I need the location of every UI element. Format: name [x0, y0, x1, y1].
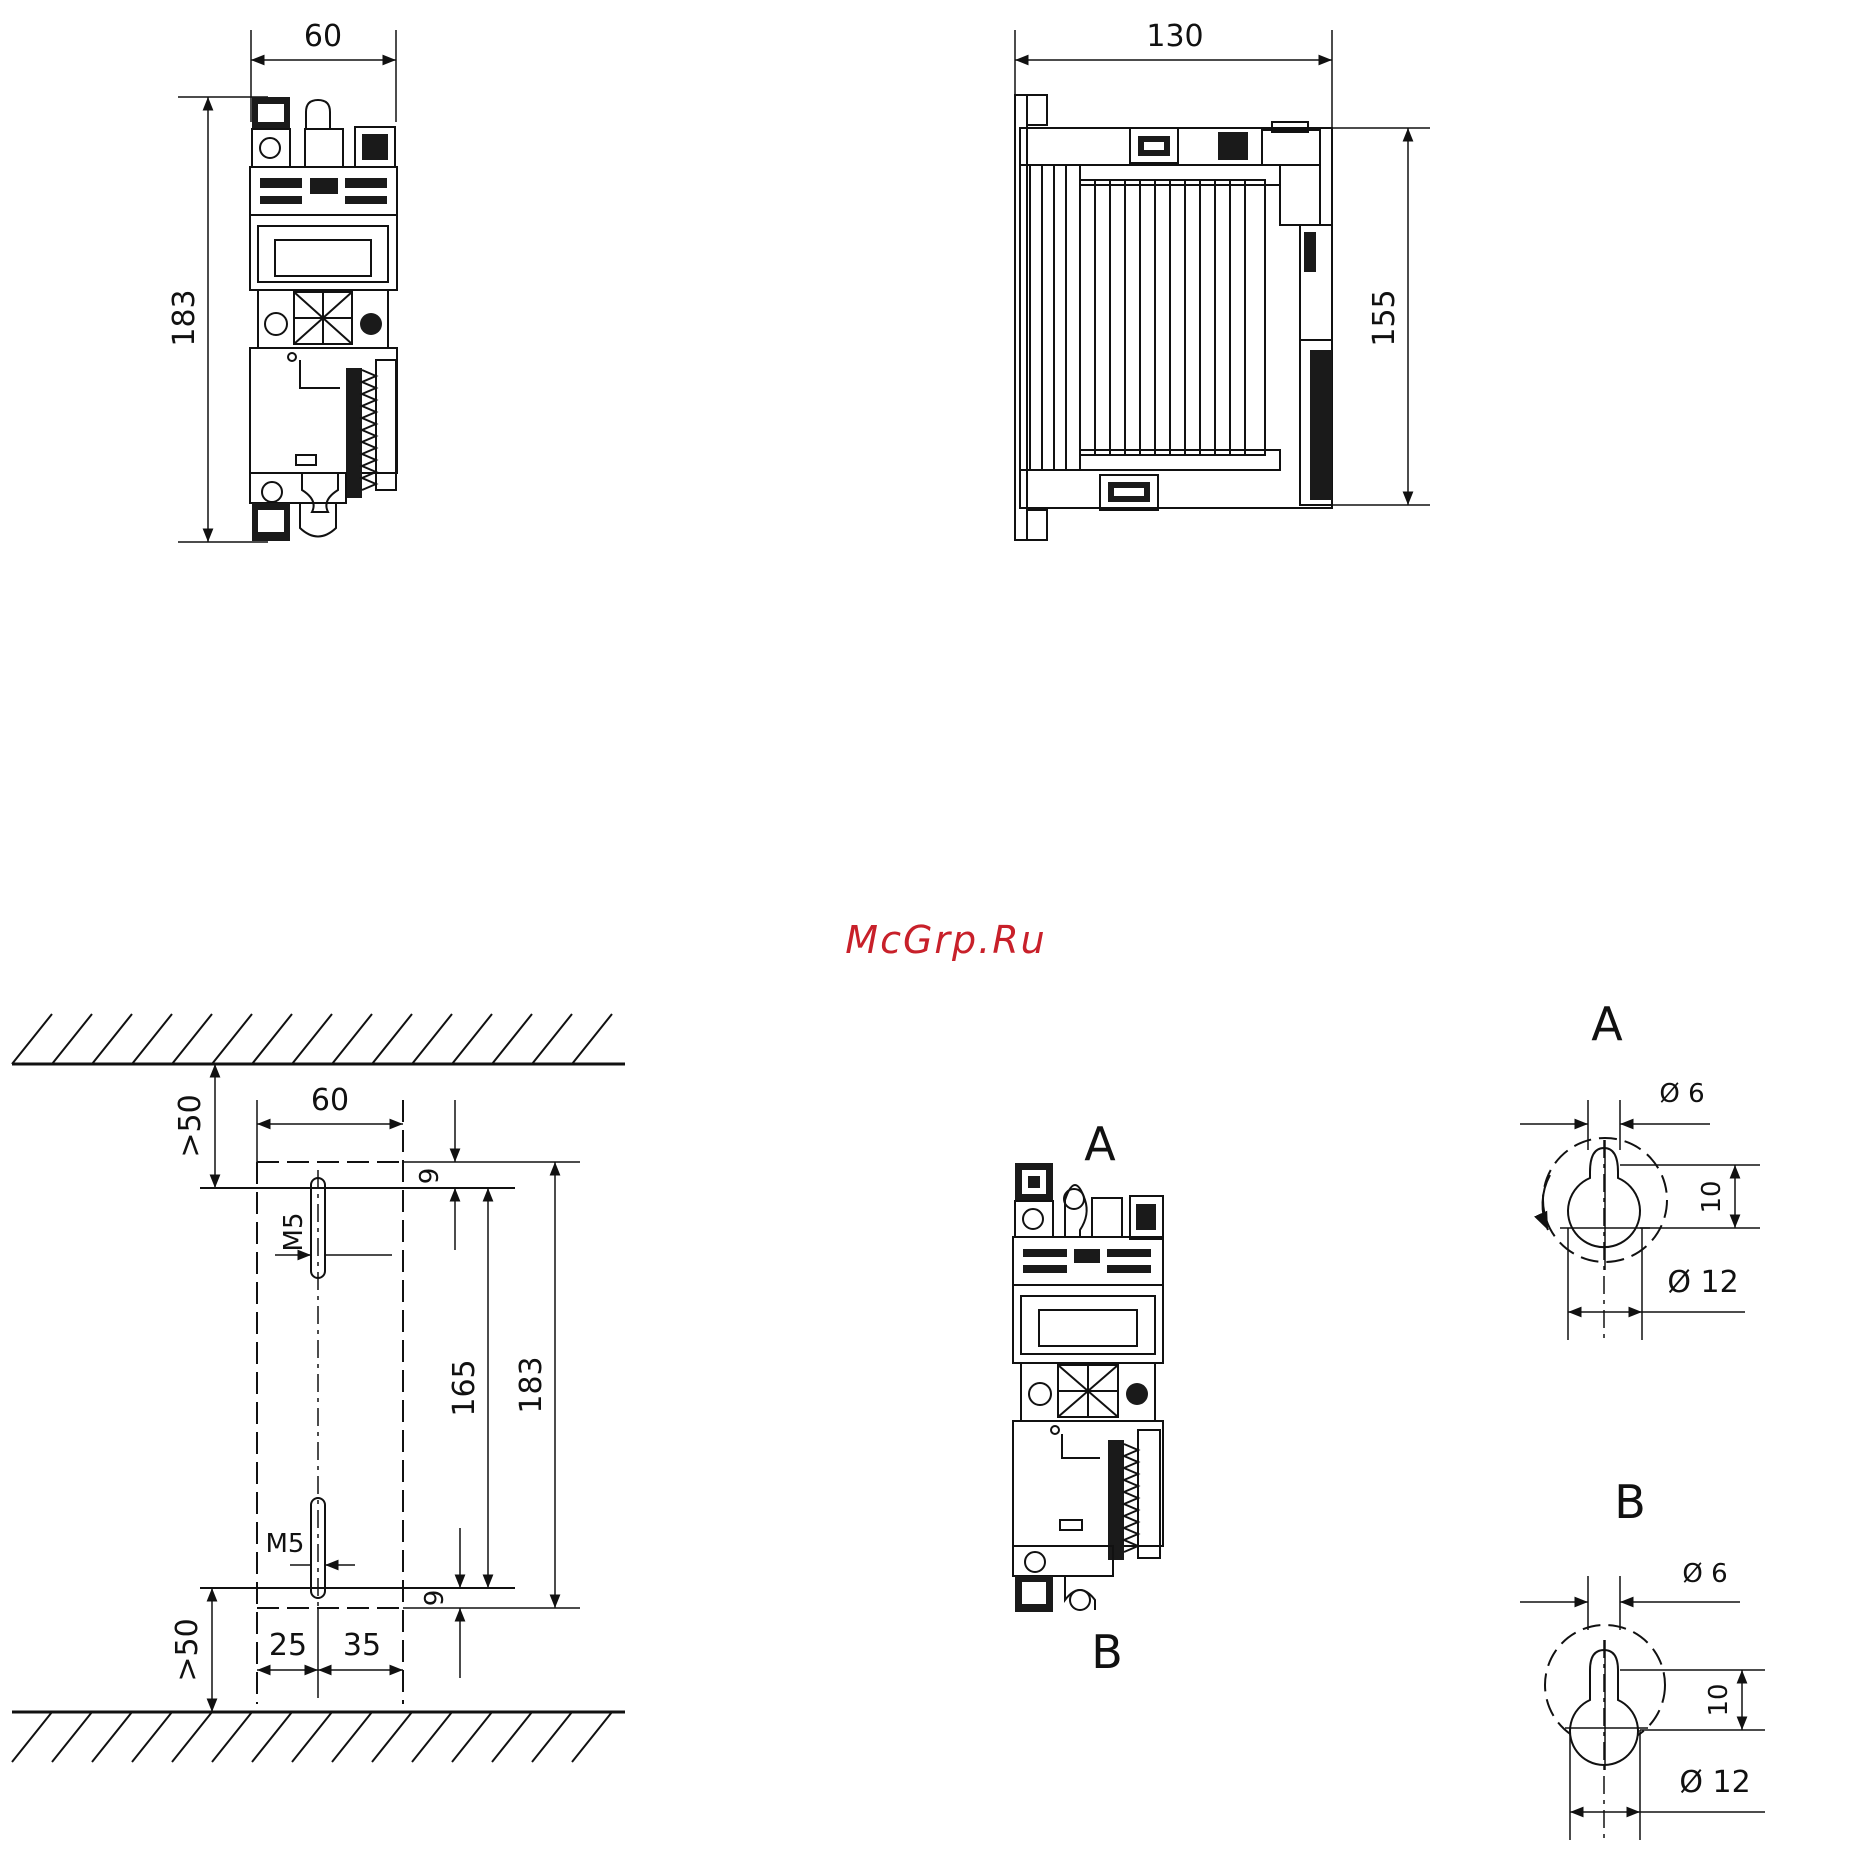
detail-a-slot-length: 10	[1697, 1180, 1727, 1213]
side-device-body	[1015, 95, 1332, 540]
mounting-drawing: >50 >50 60 M5 M5 9 9 165	[12, 1014, 625, 1762]
device-label-b: B	[1091, 1625, 1123, 1679]
side-height-label: 155	[1367, 289, 1402, 346]
detail-b: B Ø 6 10 Ø 12	[1520, 1475, 1765, 1840]
front-height-label: 183	[167, 289, 202, 346]
detail-a: A Ø 6 10 Ø 12	[1520, 997, 1760, 1340]
detail-b-slot-length: 10	[1704, 1683, 1734, 1716]
total-height-label: 183	[514, 1356, 549, 1413]
right-offset-label: 35	[343, 1628, 381, 1663]
side-depth-label: 130	[1146, 19, 1203, 54]
detail-b-large-diameter: Ø 12	[1679, 1765, 1750, 1800]
device-view: A B	[1013, 1117, 1163, 1679]
hole-spacing-label: 165	[447, 1359, 482, 1416]
detail-b-small-diameter: Ø 6	[1682, 1559, 1727, 1589]
front-device-body	[250, 97, 397, 541]
bottom-clearance-label: >50	[170, 1618, 205, 1681]
side-view: 130 155	[1015, 19, 1430, 540]
left-offset-label: 25	[269, 1628, 307, 1663]
detail-a-small-diameter: Ø 6	[1659, 1079, 1704, 1109]
top-wall-hatch	[12, 1014, 625, 1064]
detail-a-large-diameter: Ø 12	[1667, 1265, 1738, 1300]
detail-b-label: B	[1614, 1475, 1646, 1529]
device-label-a: A	[1084, 1117, 1116, 1171]
mount-width-label: 60	[311, 1083, 349, 1118]
front-width-label: 60	[304, 19, 342, 54]
bottom-offset-label: 9	[420, 1590, 450, 1607]
screw-bottom-label: M5	[266, 1529, 305, 1559]
bottom-wall-hatch	[12, 1712, 625, 1762]
watermark: McGrp.Ru	[845, 918, 1046, 962]
screw-top-label: M5	[279, 1213, 309, 1252]
front-view: 60 183	[167, 19, 397, 542]
top-offset-label: 9	[415, 1168, 445, 1185]
top-clearance-label: >50	[173, 1094, 208, 1157]
detail-a-label: A	[1591, 997, 1623, 1051]
